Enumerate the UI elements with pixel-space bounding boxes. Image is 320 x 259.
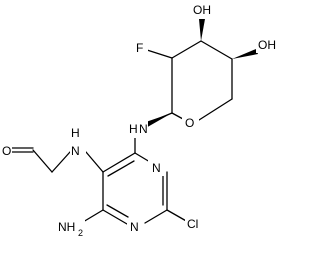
atom-o-aldehyde: O (2, 144, 11, 158)
atom-n-amine: N (139, 122, 148, 136)
wedge-bond-oh-top (199, 19, 205, 41)
atom-nh2: NH (58, 220, 75, 234)
bond-lines (10, 40, 233, 225)
atom-cl: Cl (187, 217, 198, 231)
stereo-bonds (140, 19, 258, 129)
atom-f: F (136, 41, 143, 55)
atom-n-pyrimidine-upper: N (152, 161, 161, 175)
atom-h-amide: H (71, 126, 80, 140)
atom-n-pyrimidine-lower: N (130, 220, 139, 234)
atom-n-amide: N (71, 144, 80, 158)
wedge-bond-oh-right (232, 49, 258, 59)
atom-oh-top: OH (193, 3, 211, 17)
atom-o-ring: O (185, 116, 194, 130)
atom-labels: O N H H N O F OH OH N N Cl NH 2 (1, 1, 280, 240)
atom-h-amine: H (129, 122, 138, 136)
chemical-structure: O N H H N O F OH OH N N Cl NH 2 (1, 1, 280, 240)
atom-oh-right: OH (258, 38, 276, 52)
atom-nh2-subscript: 2 (78, 228, 83, 238)
